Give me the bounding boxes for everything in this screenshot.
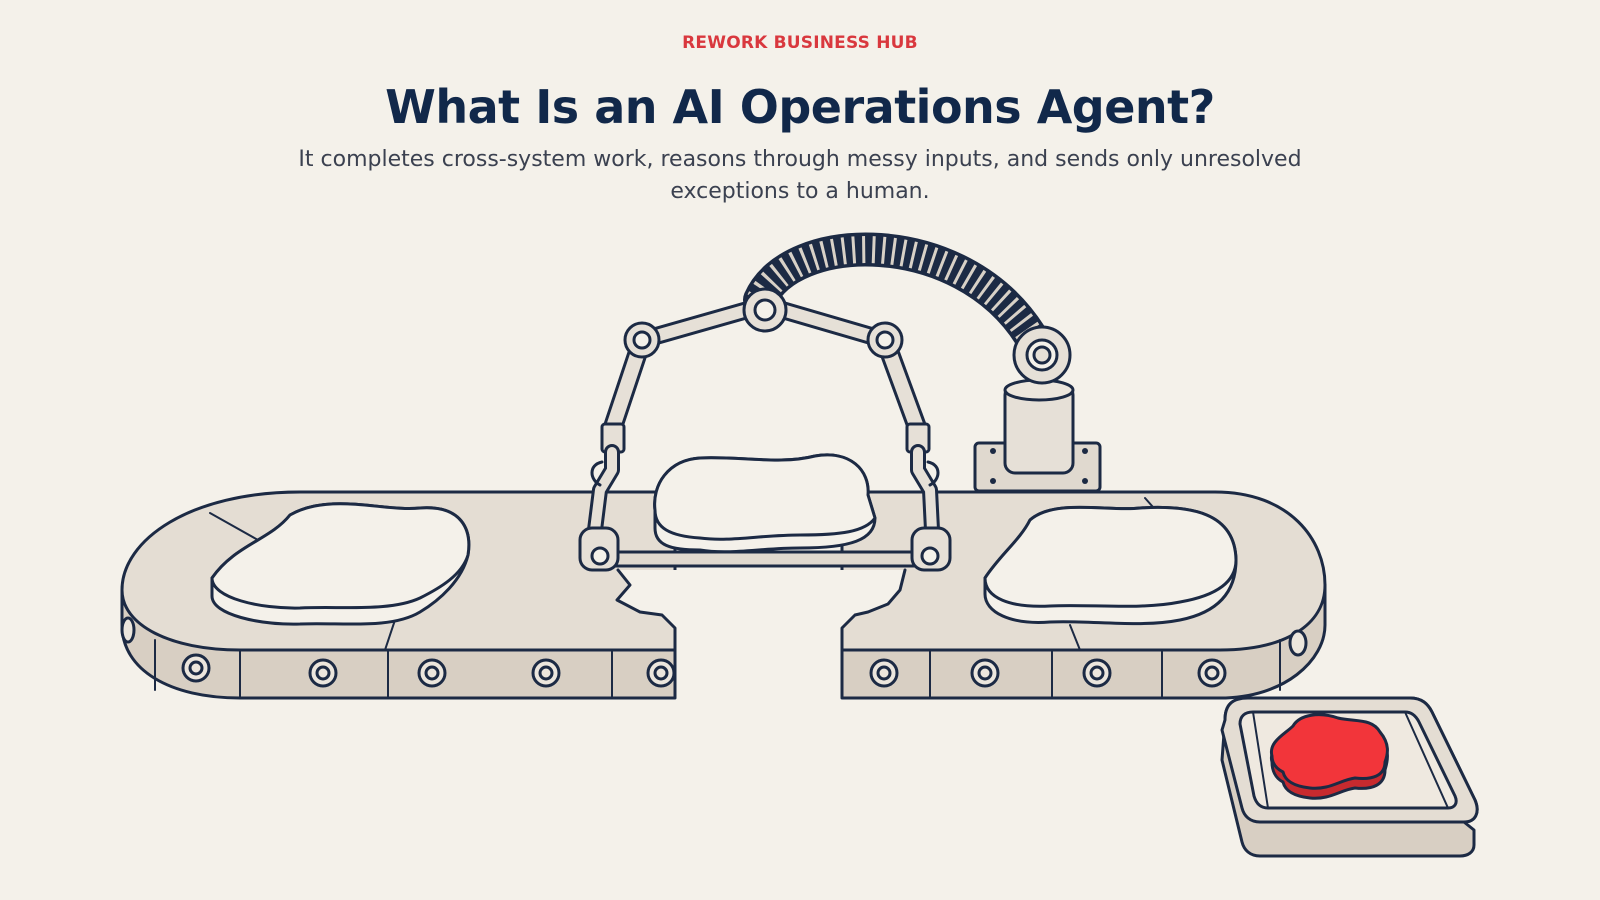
- exception-tray-icon: [1220, 696, 1479, 858]
- robotic-arm-icon: [578, 287, 952, 572]
- page-title: What Is an AI Operations Agent?: [385, 80, 1215, 134]
- brand-label: REWORK BUSINESS HUB: [682, 33, 918, 53]
- page-subtitle: It completes cross-system work, reasons …: [298, 147, 1302, 204]
- conveyor-belt-icon: [120, 490, 1327, 700]
- hose-arm-icon: [743, 232, 1102, 493]
